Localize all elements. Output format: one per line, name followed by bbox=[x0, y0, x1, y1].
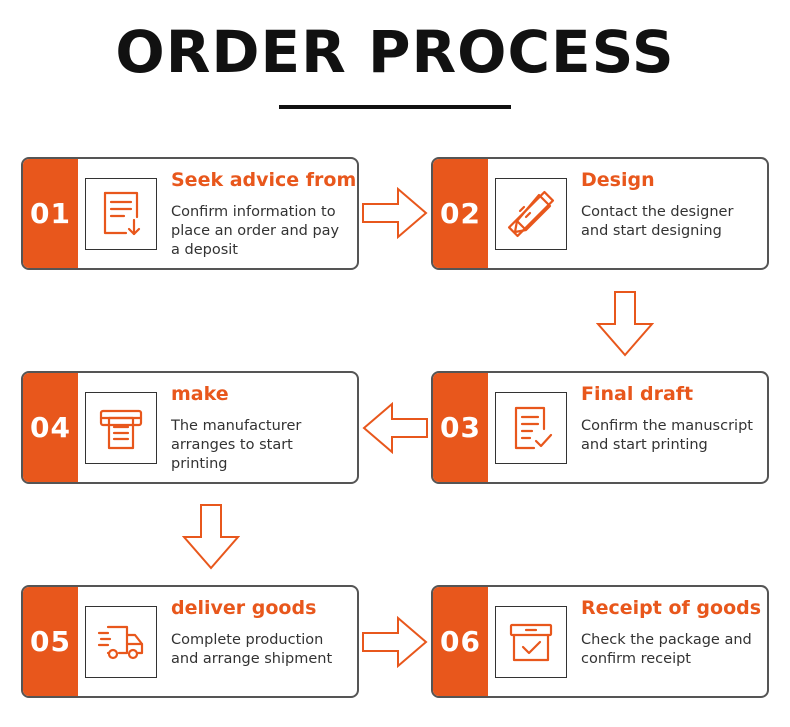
step-number: 01 bbox=[23, 159, 78, 268]
step-title: deliver goods bbox=[171, 597, 317, 619]
ruler-pencil-icon bbox=[495, 178, 567, 250]
step-number: 02 bbox=[433, 159, 488, 268]
page-title: ORDER PROCESS bbox=[115, 18, 675, 86]
step-title: make bbox=[171, 383, 229, 405]
step-number: 05 bbox=[23, 587, 78, 696]
step-card-01: 01 Seek advice from Confirm information … bbox=[21, 157, 359, 270]
delivery-truck-icon bbox=[85, 606, 157, 678]
package-check-icon bbox=[495, 606, 567, 678]
step-description: The manufacturer arranges to start print… bbox=[171, 418, 302, 472]
step-description: Confirm the manuscript and start printin… bbox=[581, 418, 753, 453]
step-number: 06 bbox=[433, 587, 488, 696]
arrow-down-icon bbox=[182, 504, 240, 570]
step-number: 04 bbox=[23, 373, 78, 482]
step-description: Confirm information to place an order an… bbox=[171, 204, 340, 258]
step-card-04: 04 make The manufacturer arranges to sta… bbox=[21, 371, 359, 484]
step-description: Check the package and confirm receipt bbox=[581, 632, 752, 667]
step-card-03: 03 Final draft Confirm the manuscript an… bbox=[431, 371, 769, 484]
step-number: 03 bbox=[433, 373, 488, 482]
document-check-icon bbox=[495, 392, 567, 464]
form-download-icon bbox=[85, 178, 157, 250]
arrow-left-icon bbox=[362, 402, 428, 454]
step-card-06: 06 Receipt of goods Check the package an… bbox=[431, 585, 769, 698]
arrow-right-icon bbox=[362, 187, 428, 239]
step-title: Final draft bbox=[581, 383, 694, 405]
step-description: Complete production and arrange shipment bbox=[171, 632, 333, 667]
step-title: Receipt of goods bbox=[581, 597, 762, 619]
arrow-down-icon bbox=[596, 291, 654, 357]
printer-icon bbox=[85, 392, 157, 464]
title-underline bbox=[279, 105, 511, 109]
step-title: Design bbox=[581, 169, 655, 191]
step-title: Seek advice from bbox=[171, 169, 357, 191]
step-card-05: 05 deliver goods Complete production and… bbox=[21, 585, 359, 698]
step-card-02: 02 Design Contact the designer and start… bbox=[431, 157, 769, 270]
step-description: Contact the designer and start designing bbox=[581, 204, 734, 239]
arrow-right-icon bbox=[362, 616, 428, 668]
